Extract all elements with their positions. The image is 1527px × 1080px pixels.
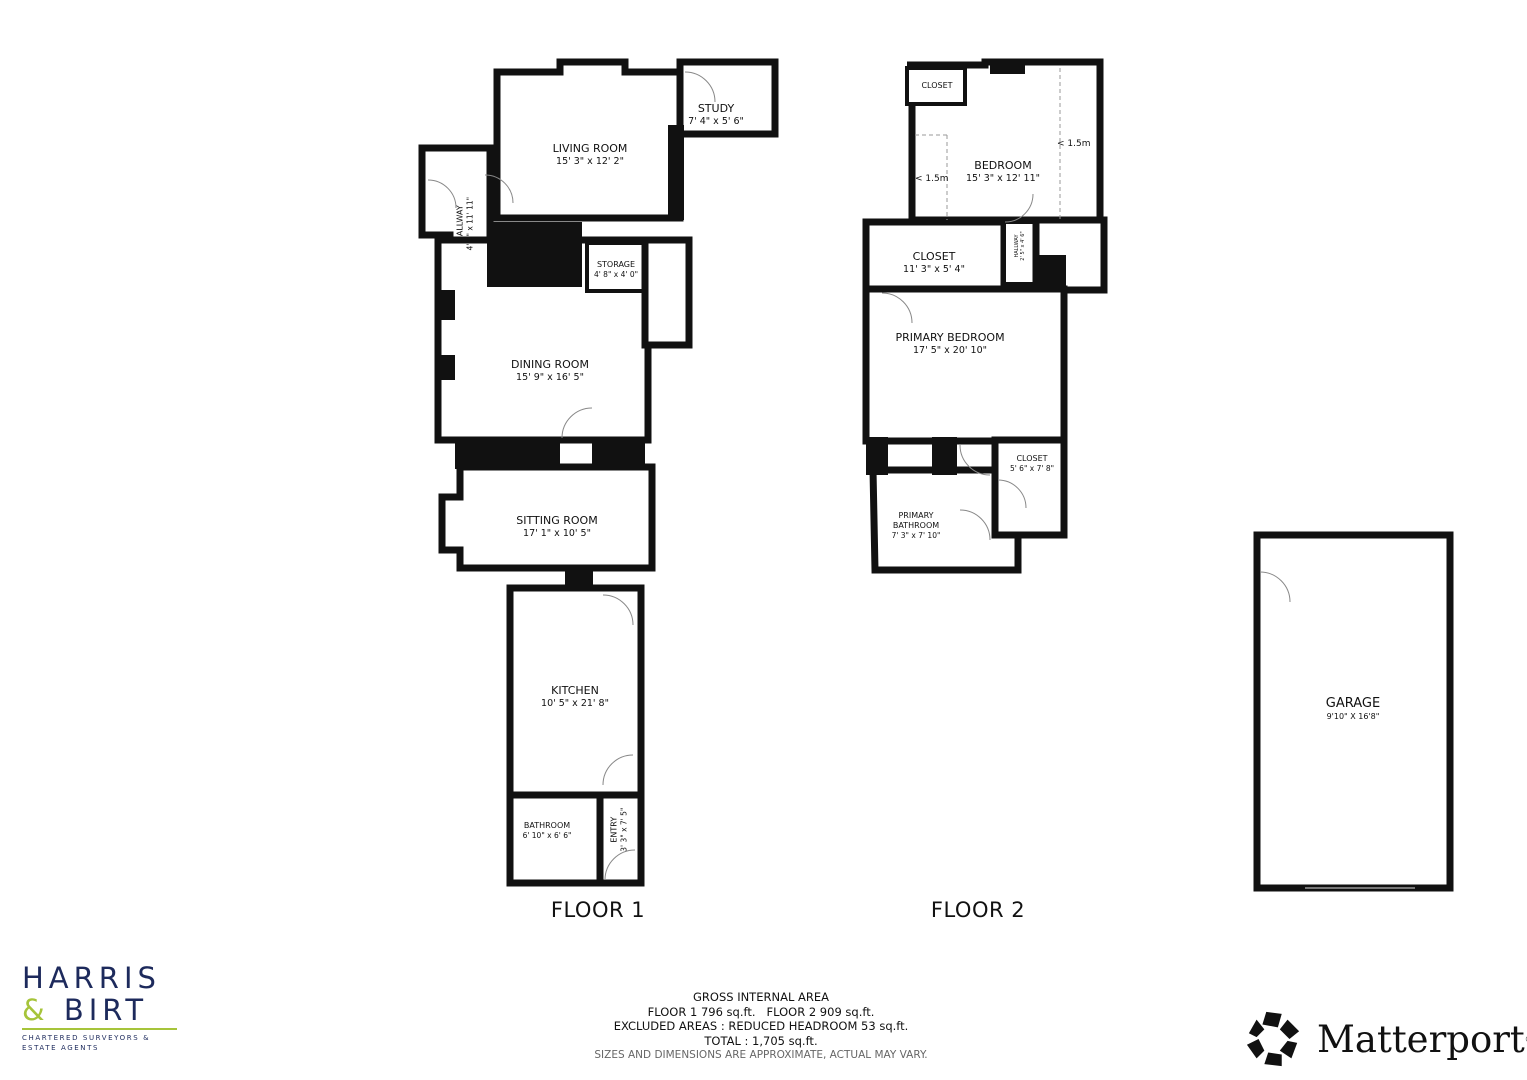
reduced-headroom-label: < 1.5m: [915, 174, 949, 184]
room-dims: 17' 1" x 10' 5": [523, 527, 591, 539]
room-name: BATHROOM: [523, 821, 571, 830]
logo-line2: & BIRT: [22, 994, 177, 1026]
room-name: DINING ROOM: [511, 358, 589, 371]
room-dims: 2' 5" x 4' 6": [1020, 231, 1026, 261]
area-total: TOTAL : 1,705 sq.ft.: [704, 1033, 818, 1048]
room-name: SITTING ROOM: [516, 514, 598, 527]
door-swings: [427, 71, 1291, 881]
room-dims: 4' 8" x 4' 0": [593, 270, 639, 279]
room-name: PRIMARY BATHROOM: [892, 511, 940, 530]
logo-sub1: CHARTERED SURVEYORS &: [22, 1034, 151, 1042]
logo-sub2: ESTATE AGENTS: [22, 1044, 100, 1052]
floor1-solid-walls: [435, 125, 684, 590]
room-name: BEDROOM: [974, 159, 1032, 172]
room-dims: 15' 3" x 12' 2": [556, 155, 624, 167]
room-dims: 3' 3" x 7' 5": [619, 807, 629, 852]
sitting-room-walls: [438, 463, 656, 572]
room-name: KITCHEN: [551, 684, 599, 697]
room-dims: 10' 5" x 21' 8": [541, 697, 609, 709]
bathroom-walls: [506, 791, 604, 887]
room-label-small-closet: CLOSET: [921, 81, 952, 91]
storage-walls: [585, 241, 647, 293]
logo-amp: &: [22, 993, 50, 1027]
room-name: LIVING ROOM: [552, 142, 628, 155]
primary-bedroom-walls: [862, 285, 1068, 445]
small-closet-walls: [905, 66, 967, 106]
closet-walls: [862, 218, 1008, 293]
room-dims: 6' 10" x 6' 6": [522, 831, 572, 840]
floor2-title: FLOOR 2: [930, 898, 1026, 922]
logo-subtitle: CHARTERED SURVEYORS & ESTATE AGENTS: [22, 1033, 177, 1053]
logo-line1: HARRIS: [22, 961, 161, 995]
stairs-walls-f1: [641, 236, 693, 349]
room-name: STORAGE: [596, 260, 636, 269]
registered-mark: ®: [1525, 1035, 1527, 1044]
room-name: GARAGE: [1325, 696, 1381, 711]
room-name: CLOSET: [921, 81, 953, 90]
matterport-star-icon: [1246, 1011, 1300, 1067]
room-name: PRIMARY BEDROOM: [895, 331, 1005, 344]
floor1-walls: [418, 58, 779, 887]
room-name: HALLWAY: [455, 205, 465, 243]
area-note: SIZES AND DIMENSIONS ARE APPROXIMATE, AC…: [594, 1049, 928, 1061]
logo-rule: [22, 1028, 177, 1030]
room-dims: 7' 3" x 7' 10": [891, 531, 941, 540]
room-name: STUDY: [697, 102, 735, 115]
matterport-wordmark: Matterport: [1317, 1017, 1525, 1061]
gross-internal-area: GROSS INTERNAL AREA FLOOR 1 796 sq.ft. F…: [594, 990, 927, 1063]
room-dims: 9'10" X 16'8": [1326, 712, 1380, 722]
room-name: ENTRY: [609, 816, 619, 843]
room-dims: 17' 5" x 20' 10": [913, 344, 987, 356]
room-dims: 4' 5" x 11' 11": [465, 196, 475, 251]
room-dims: 15' 3" x 12' 11": [966, 172, 1040, 184]
logo-birt: BIRT: [63, 993, 149, 1027]
harris-birt-logo: HARRIS & BIRT CHARTERED SURVEYORS & ESTAT…: [22, 962, 177, 1053]
area-title: GROSS INTERNAL AREA: [692, 990, 829, 1004]
floor2-solid-walls: [866, 62, 1066, 475]
living-room-walls: [493, 58, 684, 222]
room-dims: 5' 6" x 7' 8": [1009, 464, 1055, 473]
area-floors: FLOOR 1 796 sq.ft. FLOOR 2 909 sq.ft.: [647, 1004, 875, 1019]
reduced-headroom-lines: [915, 68, 1061, 220]
floor1-title: FLOOR 1: [550, 898, 646, 922]
closet2-walls: [991, 436, 1068, 539]
hallway-f2-walls: [1002, 220, 1038, 286]
matterport-logo: Matterport®: [1245, 1010, 1527, 1068]
reduced-headroom-label: < 1.5m: [1057, 139, 1091, 149]
room-dims: 15' 9" x 16' 5": [516, 371, 584, 383]
room-name: CLOSET: [912, 250, 956, 263]
room-name: CLOSET: [1016, 454, 1048, 463]
floor2-walls: [862, 58, 1108, 574]
room-dims: 11' 3" x 5' 4": [903, 263, 965, 275]
room-dims: 7' 4" x 5' 6": [688, 115, 744, 127]
area-excluded: EXCLUDED AREAS : REDUCED HEADROOM 53 sq.…: [613, 1019, 909, 1033]
